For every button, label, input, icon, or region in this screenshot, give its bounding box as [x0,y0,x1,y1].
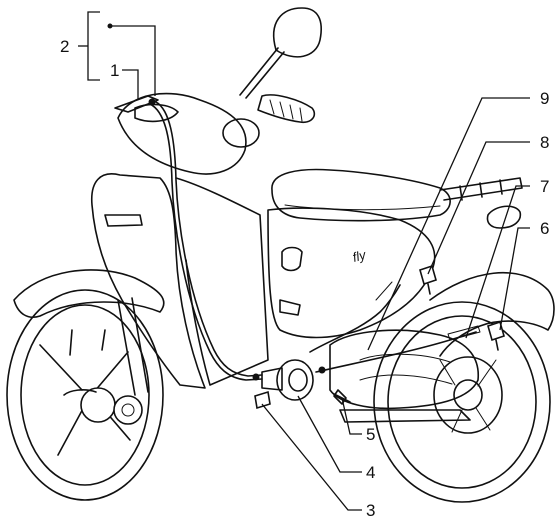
callout-4: 4 [366,463,375,482]
scooter-illustration: fly [6,7,555,503]
callout-8: 8 [540,133,549,152]
speedometer-cable [155,101,263,377]
seat [271,168,451,222]
cables-and-parts [148,98,505,410]
headlight [222,118,260,148]
callout-3: 3 [366,501,375,518]
callout-9: 9 [540,89,549,108]
mounting-bracket [254,390,271,410]
callout-1: 1 [110,61,119,80]
fitting-6 [487,320,505,351]
stand [339,409,471,423]
ignition-lock [281,246,303,272]
front-wheel [6,289,164,501]
side-panel [267,207,436,339]
cable-end-bottom [252,373,260,381]
callout-6: 6 [540,219,549,238]
front-shield [91,173,206,389]
right-grip [257,94,316,124]
brand-badge: fly [351,247,369,265]
rear-wheel [373,301,551,503]
front-reflector [104,214,143,227]
screw [318,366,351,405]
callout-labels: 2 1 9 8 7 6 5 4 3 [60,37,549,518]
front-fork [117,297,149,396]
rear-fender [429,271,555,357]
cable-upper [309,284,401,353]
tail-light [486,205,522,229]
engine-casing [329,329,480,410]
rear-rack [439,177,523,201]
mirror [239,7,322,99]
headset-cover [117,92,247,175]
fitting-8 [419,264,437,295]
callout-5: 5 [366,425,375,444]
cable-lower [315,331,477,373]
side-reflector [279,299,301,316]
leader-lines [78,11,530,511]
speedometer-drive [261,359,314,401]
cable-end-top [148,98,156,106]
callout-7: 7 [540,177,549,196]
brake-lever [114,95,159,113]
callout-2: 2 [60,37,69,56]
front-fender [13,269,165,318]
